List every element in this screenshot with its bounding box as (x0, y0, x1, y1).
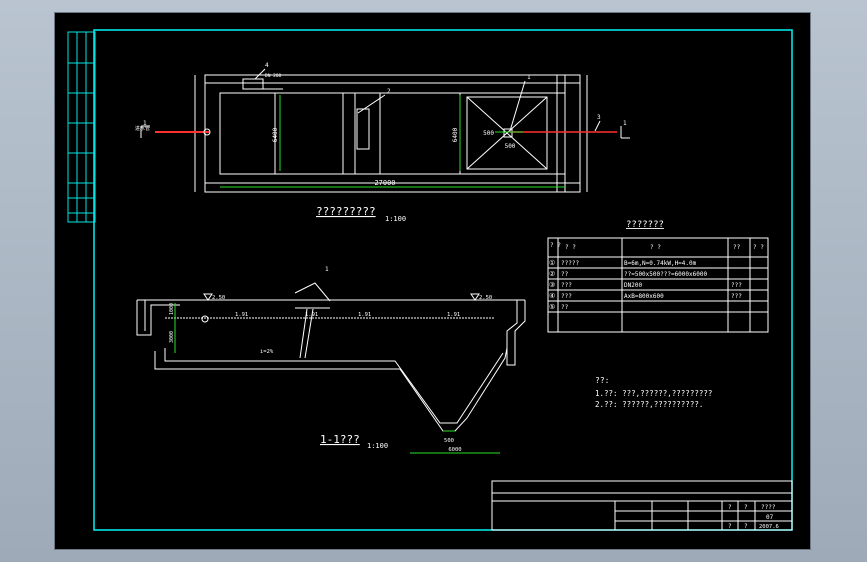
plan-inlet-label: 进水管 (135, 125, 150, 132)
notes-line-1: 1.??: ???,??????,????????? (595, 389, 712, 398)
section-elev-water-3: 1.91 (358, 312, 371, 318)
table-header-no: ? ? (550, 242, 561, 249)
section-title: 1-1??? (320, 433, 360, 446)
table-row-1-name: ????? (561, 260, 579, 267)
title-block-c7: 2007.6 (759, 524, 779, 530)
table-row-4-no: ④ (549, 292, 555, 300)
section-elev-water-2: 1.91 (305, 312, 318, 318)
drawing-sheet: 27000 6400 6400 500 500 1 2 3 4 DN 200 进… (55, 13, 810, 549)
table-header-spec: ? ? (650, 244, 661, 251)
title-block (491, 480, 793, 531)
section-dim-bottom: 500 (444, 438, 454, 444)
title-block-c6: ? (744, 523, 748, 530)
equipment-table (547, 237, 769, 333)
table-row-3-name: ??? (561, 282, 572, 289)
section-dim-hopper: 6000 (448, 447, 461, 453)
table-row-1-spec: B=6m,N=0.74kW,H=4.0m (624, 260, 697, 267)
plan-dim-width-right: 6400 (452, 127, 459, 142)
plan-scale: 1:100 (385, 215, 406, 223)
plan-dim-small2: 500 (505, 143, 516, 150)
title-block-c4: 07 (766, 514, 774, 521)
plan-callout-4: 4 (265, 62, 269, 69)
table-row-2-spec: ??=500x500???=6000x6000 (624, 271, 707, 278)
section-elev-water-4: 1.91 (447, 312, 460, 318)
section-slope-label: i=2% (260, 349, 274, 355)
table-header-qty: ?? (733, 244, 741, 251)
table-header-note: ? ? (753, 244, 764, 251)
table-row-2-no: ② (549, 270, 555, 278)
section-callout-1: 1 (325, 266, 329, 273)
plan-dim-small: 500 (483, 130, 494, 137)
section-elev-top-right: 2.50 (479, 295, 492, 301)
section-scale: 1:100 (367, 442, 388, 450)
section-dim-depth-1: 1000 (169, 303, 175, 315)
table-header-name: ? ? (565, 244, 576, 251)
table-row-3-spec: DN200 (624, 282, 642, 289)
table-row-4-qty: ??? (731, 293, 742, 300)
binding-strip (67, 31, 96, 223)
inner-border (93, 29, 793, 531)
plan-dim-length: 27000 (374, 179, 395, 187)
plan-inlet-note: DN 200 (265, 73, 282, 79)
table-row-4-spec: AxB=800x600 (624, 293, 664, 300)
notes-line-2: 2.??: ??????,??????????. (595, 400, 703, 409)
notes-heading: ??: (595, 376, 609, 385)
table-row-3-no: ③ (549, 281, 555, 289)
table-row-1-no: ① (549, 259, 555, 267)
plan-view (140, 68, 630, 193)
table-row-5-no: ⑤ (549, 303, 555, 311)
title-block-c2: ? (744, 504, 748, 511)
table-title: ??????? (626, 220, 664, 230)
table-row-3-qty: ??? (731, 282, 742, 289)
table-row-5-name: ?? (561, 304, 569, 311)
table-row-2-name: ?? (561, 271, 569, 278)
plan-callout-2: 2 (387, 88, 391, 95)
plan-dim-width-left: 6400 (272, 127, 279, 142)
plan-section-mark-right: 1 (623, 120, 627, 127)
title-block-c3: ???? (761, 504, 776, 511)
section-view (136, 282, 526, 454)
title-block-c1: ? (728, 504, 732, 511)
section-elev-water-1: 1.91 (235, 312, 248, 318)
plan-section-mark-left: 1 (143, 120, 147, 127)
table-row-4-name: ??? (561, 293, 572, 300)
plan-callout-1: 1 (527, 74, 531, 81)
plan-callout-3: 3 (597, 114, 601, 121)
title-block-c5: ? (728, 523, 732, 530)
section-elev-top-left: 2.50 (212, 295, 225, 301)
drawing-canvas: 27000 6400 6400 500 500 1 2 3 4 DN 200 进… (67, 29, 793, 531)
plan-title: ????????? (316, 205, 376, 218)
section-dim-depth-2: 3000 (169, 331, 175, 343)
